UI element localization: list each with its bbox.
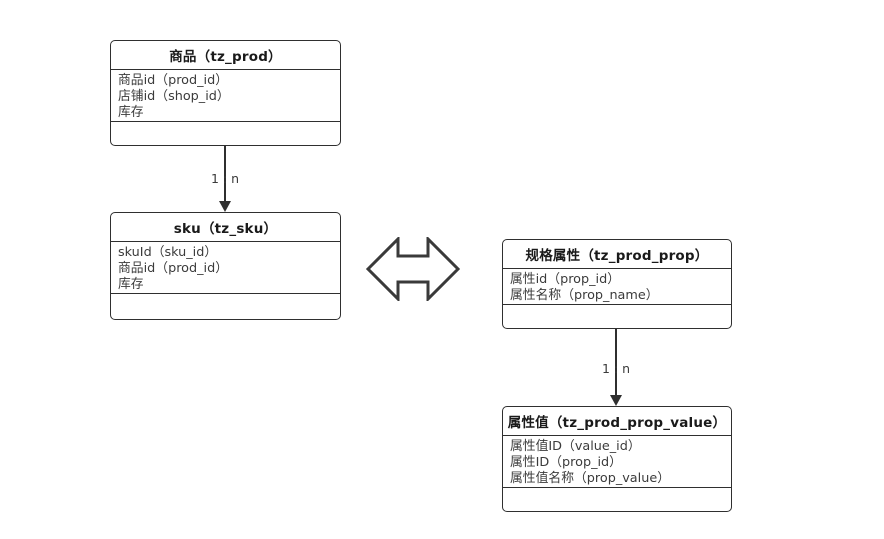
entity-attributes-tz-prod-prop: 属性id（prop_id） 属性名称（prop_name） xyxy=(503,269,731,305)
entity-attributes-tz-prod-prop-value: 属性值ID（value_id） 属性ID（prop_id） 属性值名称（prop… xyxy=(503,436,731,488)
entity-tz-prod-prop[interactable]: 规格属性（tz_prod_prop） 属性id（prop_id） 属性名称（pr… xyxy=(502,239,732,329)
entity-tz-prod[interactable]: 商品（tz_prod） 商品id（prod_id） 店铺id（shop_id） … xyxy=(110,40,341,146)
entity-attributes-tz-sku: skuId（sku_id） 商品id（prod_id） 库存 xyxy=(111,242,340,294)
entity-footer-tz-sku xyxy=(111,294,340,319)
attribute-row: 商品id（prod_id） xyxy=(118,261,228,276)
attribute-row: 库存 xyxy=(118,277,144,292)
entity-attributes-tz-prod: 商品id（prod_id） 店铺id（shop_id） 库存 xyxy=(111,70,340,122)
relation-arrowhead xyxy=(219,201,231,212)
entity-tz-prod-prop-value[interactable]: 属性值（tz_prod_prop_value） 属性值ID（value_id） … xyxy=(502,406,732,512)
attribute-row: 商品id（prod_id） xyxy=(118,73,228,88)
entity-title-tz-prod-prop-value: 属性值（tz_prod_prop_value） xyxy=(503,407,731,436)
relation-line xyxy=(224,146,226,201)
entity-title-tz-sku: sku（tz_sku） xyxy=(111,213,340,242)
entity-footer-tz-prod-prop xyxy=(503,305,731,328)
relation-label: 1 : n xyxy=(211,171,240,186)
attribute-row: 店铺id（shop_id） xyxy=(118,89,230,104)
relation-label: 1 : n xyxy=(602,361,631,376)
entity-tz-sku[interactable]: sku（tz_sku） skuId（sku_id） 商品id（prod_id） … xyxy=(110,212,341,320)
double-headed-arrow-glyph xyxy=(365,235,461,303)
attribute-row: 属性id（prop_id） xyxy=(510,272,620,287)
attribute-row: skuId（sku_id） xyxy=(118,245,218,260)
attribute-row: 库存 xyxy=(118,105,144,120)
entity-title-tz-prod-prop: 规格属性（tz_prod_prop） xyxy=(503,240,731,269)
attribute-row: 属性ID（prop_id） xyxy=(510,455,622,470)
attribute-row: 属性值ID（value_id） xyxy=(510,439,641,454)
bidirectional-arrow-icon xyxy=(365,235,461,303)
attribute-row: 属性值名称（prop_value） xyxy=(510,471,670,486)
attribute-row: 属性名称（prop_name） xyxy=(510,288,659,303)
entity-title-tz-prod: 商品（tz_prod） xyxy=(111,41,340,70)
entity-footer-tz-prod-prop-value xyxy=(503,488,731,511)
entity-footer-tz-prod xyxy=(111,122,340,145)
relation-arrowhead xyxy=(610,395,622,406)
relation-line xyxy=(615,329,617,395)
